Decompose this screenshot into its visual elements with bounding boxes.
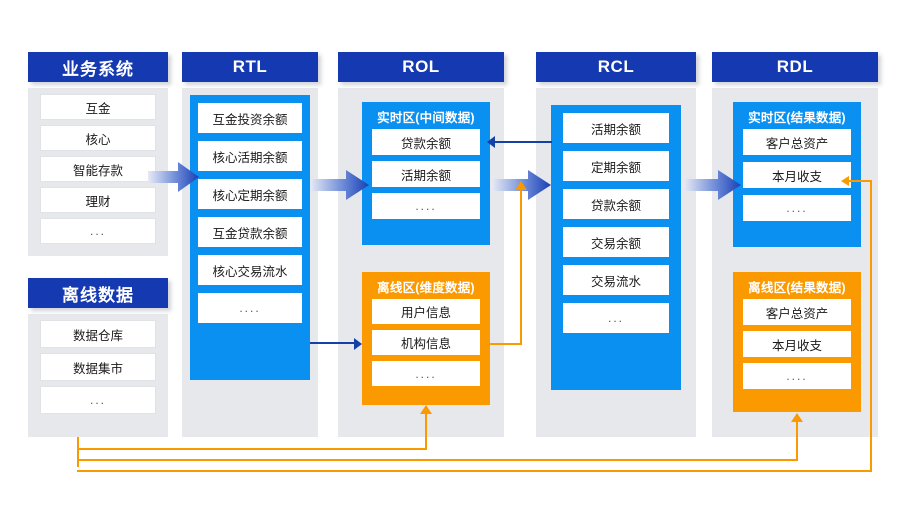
group-rdl-realtime: 实时区(结果数据) 客户总资产 本月收支 .... [733, 102, 861, 247]
group-title: 实时区(中间数据) [377, 111, 475, 125]
list-item[interactable]: 本月收支 [743, 331, 851, 357]
list-rcl: 活期余额 定期余额 贷款余额 交易余额 交易流水 ... [563, 113, 669, 333]
connector-rtl-to-rol-offline [310, 342, 355, 344]
connector-bus-rdl-offline-v [796, 422, 798, 461]
list-item[interactable]: ... [563, 303, 669, 333]
arrow-rtl-to-rol [310, 170, 369, 200]
connector-offline-source-stub [77, 437, 79, 467]
list-item[interactable]: 数据集市 [40, 353, 156, 381]
header-rtl: RTL [182, 52, 318, 82]
list-item[interactable]: 用户信息 [372, 299, 480, 324]
list-item[interactable]: 互金 [40, 94, 156, 120]
list-item[interactable]: 定期余额 [563, 151, 669, 181]
list-rtl: 互金投资余额 核心活期余额 核心定期余额 互金贷款余额 核心交易流水 .... [198, 103, 302, 323]
list-item[interactable]: 机构信息 [372, 330, 480, 355]
list-item[interactable]: 贷款余额 [563, 189, 669, 219]
arrow-source-to-rtl [148, 162, 199, 192]
connector-rcl-to-rol-realtime [494, 141, 552, 143]
header-business-system: 业务系统 [28, 52, 168, 82]
arrow-rcl-to-rdl [684, 170, 741, 200]
connector-bus-rdl-offline [77, 459, 798, 461]
list-item[interactable]: 核心活期余额 [198, 141, 302, 171]
list-item[interactable]: 核心交易流水 [198, 255, 302, 285]
list-item[interactable]: .... [372, 193, 480, 219]
connector-bus-rol-offline-v [425, 414, 427, 450]
connector-bus-rdl-realtime-h [848, 180, 872, 182]
connector-rol-offline-feed-h [490, 343, 522, 345]
arrowhead-right [354, 338, 362, 350]
header-offline-data: 离线数据 [28, 278, 168, 308]
connector-bus-rdl-realtime [77, 470, 872, 472]
group-rol-realtime: 实时区(中间数据) 贷款余额 活期余额 .... [362, 102, 490, 245]
list-item[interactable]: 客户总资产 [743, 129, 851, 155]
group-rdl-offline: 离线区(结果数据) 客户总资产 本月收支 .... [733, 272, 861, 412]
list-item[interactable]: 理财 [40, 187, 156, 213]
list-item[interactable]: 交易余额 [563, 227, 669, 257]
list-item[interactable]: ... [40, 218, 156, 244]
list-item[interactable]: 活期余额 [563, 113, 669, 143]
arrowhead-left [487, 136, 495, 148]
list-item[interactable]: 核心 [40, 125, 156, 151]
list-item[interactable]: 活期余额 [372, 161, 480, 187]
list-offline-data: 数据仓库 数据集市 ... [40, 320, 156, 414]
connector-bus-rdl-realtime-v [870, 180, 872, 472]
list-item[interactable]: 贷款余额 [372, 129, 480, 155]
group-title: 离线区(结果数据) [748, 281, 846, 295]
list-item[interactable]: .... [743, 363, 851, 389]
list-item[interactable]: 交易流水 [563, 265, 669, 295]
connector-rtl-stub [310, 342, 312, 343]
arrowhead-up [420, 405, 432, 414]
group-title: 离线区(维度数据) [377, 281, 475, 295]
arrowhead-up [515, 181, 527, 190]
list-item[interactable]: 本月收支 [743, 162, 851, 188]
header-rol: ROL [338, 52, 504, 82]
list-item[interactable]: ... [40, 386, 156, 414]
list-item[interactable]: .... [372, 361, 480, 386]
list-item[interactable]: 客户总资产 [743, 299, 851, 325]
arrowhead-up [791, 413, 803, 422]
arrowhead-left [841, 176, 849, 186]
group-rol-offline: 离线区(维度数据) 用户信息 机构信息 .... [362, 272, 490, 405]
header-rdl: RDL [712, 52, 878, 82]
list-item[interactable]: .... [743, 195, 851, 221]
connector-rol-offline-feed-v [520, 190, 522, 345]
list-item[interactable]: 核心定期余额 [198, 179, 302, 209]
list-business-system: 互金 核心 智能存款 理财 ... [40, 94, 156, 244]
list-item[interactable]: 互金投资余额 [198, 103, 302, 133]
list-item[interactable]: 数据仓库 [40, 320, 156, 348]
header-rcl: RCL [536, 52, 696, 82]
group-title: 实时区(结果数据) [748, 111, 846, 125]
list-item[interactable]: 互金贷款余额 [198, 217, 302, 247]
list-item[interactable]: .... [198, 293, 302, 323]
list-item[interactable]: 智能存款 [40, 156, 156, 182]
connector-bus-rol-offline [77, 448, 427, 450]
